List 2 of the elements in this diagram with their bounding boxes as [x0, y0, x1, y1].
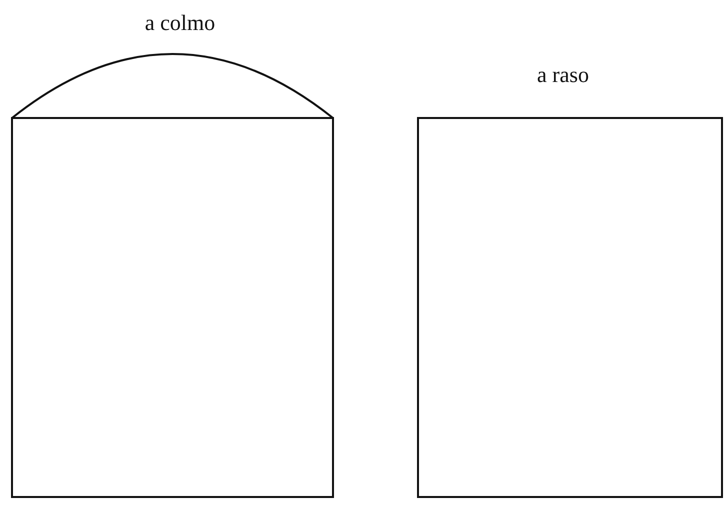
- container-heading: a raso: [537, 62, 589, 88]
- container-heading: a colmo: [144, 10, 216, 36]
